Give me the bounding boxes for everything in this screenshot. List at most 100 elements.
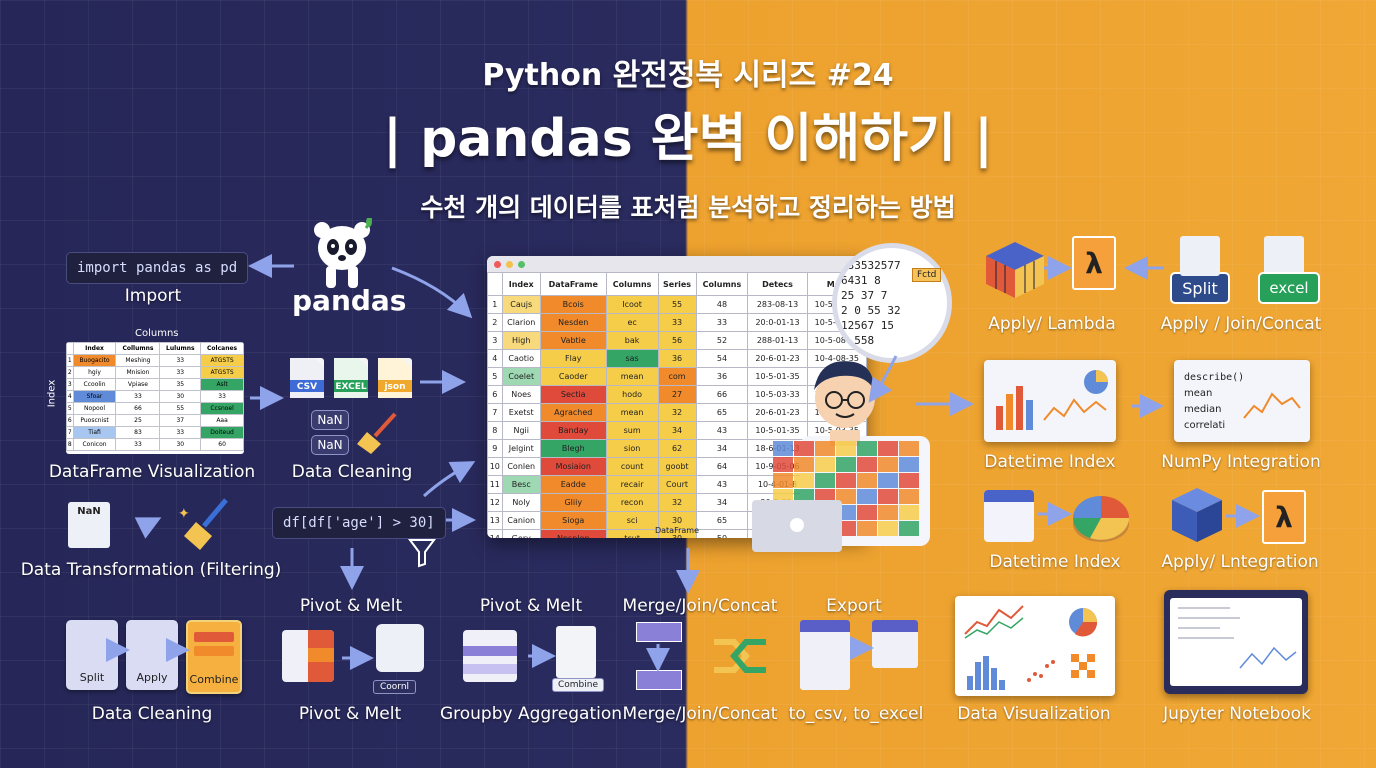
filter-code: df[df['age'] > 30] <box>272 507 446 539</box>
dataframe-cell: Sectia <box>539 385 607 404</box>
nan-badge-1: NaN <box>311 410 349 430</box>
dataframe-cell: 52 <box>695 331 749 350</box>
broom-sparkle-icon: ✦ <box>176 496 236 556</box>
mini-table-cell: 33 <box>115 438 161 451</box>
dataframe-cell: Caoder <box>539 367 607 386</box>
dataframe-cell: Ngii <box>501 421 541 440</box>
dataframe-cell: Banday <box>539 421 607 440</box>
magnifier-number: 133532577 <box>841 259 901 272</box>
mini-table-cell: Conicon <box>72 438 117 451</box>
dataframe-cell: sum <box>605 421 659 440</box>
mini-table-cell: ATGSTS <box>200 354 244 367</box>
sheet-cell <box>836 489 856 504</box>
mini-table-cell: 33 <box>159 366 202 379</box>
dataframe-cell: 62 <box>657 439 697 458</box>
sheet-cell <box>836 441 856 456</box>
dataframe-cell: Icoot <box>605 295 659 314</box>
mini-table-cell: Tiafi <box>72 426 117 439</box>
mini-table-cell: Sfoar <box>72 390 117 403</box>
mini-table-cell: ATGSTS <box>200 366 244 379</box>
dataframe-cell: 4 <box>487 349 503 368</box>
mini-table-cell: 30 <box>159 438 202 451</box>
datetime-index-label-1: Datetime Index <box>984 452 1116 472</box>
dataframe-cell: 32 <box>657 493 697 512</box>
excel-file-icon: EXCEL <box>334 358 368 398</box>
dataframe-header-cell: Columns <box>695 272 749 296</box>
mini-table-cell: hgiy <box>72 366 117 379</box>
dataframe-cell: Agrached <box>539 403 607 422</box>
dataframe-cell: 43 <box>695 421 749 440</box>
dataframe-cell: Eadde <box>539 475 607 494</box>
series-title: Python 완전정복 시리즈 #24 <box>482 58 894 93</box>
magnifier-number: 2 0 55 32 <box>841 304 901 317</box>
mini-table-cell: Vpiase <box>115 378 161 391</box>
data-transformation-label: Data Transformation (Filtering) <box>20 560 282 580</box>
window-bar <box>487 256 867 272</box>
dataframe-cell: 1 <box>487 295 503 314</box>
apply-card-label: Apply <box>136 671 168 684</box>
sheet-cell <box>899 521 919 536</box>
jupyter-notebook-window <box>1164 590 1308 694</box>
dataframe-header-cell: Columns <box>605 272 659 296</box>
window-dot-red <box>494 260 501 268</box>
merge-bottom-label: Merge/Join/Concat <box>622 704 778 724</box>
mini-table-cell: 6 <box>66 414 74 427</box>
dataframe-cell: Vabtie <box>539 331 607 350</box>
mini-table-cell: Mnision <box>115 366 161 379</box>
dataframe-cell: mean <box>605 403 659 422</box>
dataframe-cell: 5 <box>487 367 503 386</box>
dataframe-cell: 34 <box>695 439 749 458</box>
dataframe-visualization-label: DataFrame Visualization <box>48 462 256 482</box>
dataframe-cell: 36 <box>695 367 749 386</box>
dataframe-cell: Coelet <box>501 367 541 386</box>
sheet-cell <box>878 521 898 536</box>
magnifier-tag: Fctd <box>912 268 942 282</box>
dataframe-cell: 33 <box>657 313 697 332</box>
dataframe-cell: 11 <box>487 475 503 494</box>
dataframe-header-cell: Series <box>657 272 697 296</box>
dataframe-cell: 66 <box>695 385 749 404</box>
jupyter-notebook-label: Jupyter Notebook <box>1163 704 1311 724</box>
sheet-cell <box>773 457 793 472</box>
combine-badge: Combine <box>552 678 605 692</box>
groups-icon <box>376 624 424 672</box>
numpy-cube-icon <box>1170 486 1224 548</box>
dataframe-cell: 20:0-01-13 <box>747 313 808 332</box>
dataframe-cell: Conlen <box>501 457 541 476</box>
apply-integration-label: Apply/ Lntegration <box>1161 552 1319 572</box>
excel-pill: excel <box>1258 272 1320 304</box>
sheet-cell <box>878 505 898 520</box>
filter-icon <box>408 538 436 572</box>
mini-table-cell: 33 <box>200 390 244 403</box>
dataframe-cell: 288-01-13 <box>747 331 808 350</box>
numpy-card-line: describe() <box>1184 372 1245 383</box>
dataframe-cell: 6 <box>487 385 503 404</box>
sheet-cell <box>773 473 793 488</box>
mini-table-cell: 35 <box>159 378 202 391</box>
dataframe-cell: Besc <box>501 475 541 494</box>
dataframe-cell: Noes <box>501 385 541 404</box>
dataframe-cell: goobt <box>657 457 697 476</box>
dataframe-cell: Gliiy <box>539 493 607 512</box>
data-visualization-card <box>955 596 1115 696</box>
dataframe-cell: Nesden <box>539 313 607 332</box>
sheet-cell <box>857 457 877 472</box>
dataframe-cell: 64 <box>695 457 749 476</box>
sheet-cell <box>815 473 835 488</box>
mini-table-cell: 83 <box>115 426 161 439</box>
dataframe-cell: sion <box>605 439 659 458</box>
lambda-icon-2: λ <box>1262 490 1306 544</box>
mini-table-cell: 66 <box>115 402 161 415</box>
dataframe-cell: 33 <box>695 313 749 332</box>
sheet-cell <box>857 505 877 520</box>
mini-table-cell: 7 <box>66 426 74 439</box>
mini-table-cell: 3 <box>66 378 74 391</box>
magnifier-number: 6431 8 <box>841 274 881 287</box>
merge-blocks-icon <box>636 622 682 690</box>
sheet-cell <box>899 505 919 520</box>
